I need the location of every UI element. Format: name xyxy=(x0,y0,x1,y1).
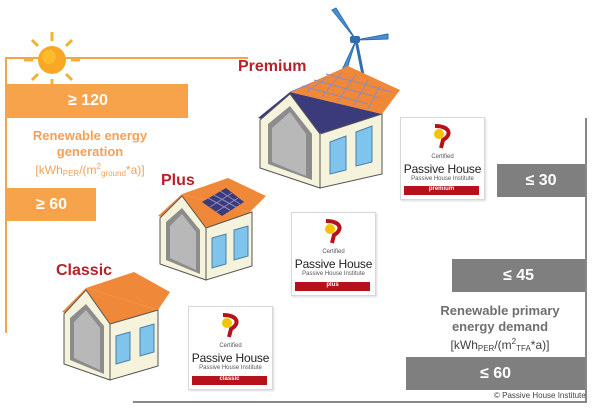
plus-house xyxy=(158,178,266,281)
copyright-text: © Passive House Institute xyxy=(494,391,586,400)
generation-high-block: ≥ 120 xyxy=(6,84,188,118)
level-label-plus: Plus xyxy=(161,172,195,189)
sun-icon xyxy=(24,32,80,88)
demand-level-classic: ≤ 60 xyxy=(406,357,585,390)
passive-house-emblem-icon xyxy=(325,219,342,244)
generation-label: Renewable energy generation xyxy=(32,128,148,159)
generation-low-value: ≥ 60 xyxy=(36,195,68,213)
demand-level-plus: ≤ 45 xyxy=(452,259,585,292)
classic-house xyxy=(62,272,170,381)
logo-level-bar-premium: premium xyxy=(404,186,479,195)
passive-house-emblem-icon xyxy=(434,124,451,149)
demand-label: Renewable primary energy demand xyxy=(440,303,560,334)
generation-high-value: ≥ 120 xyxy=(68,92,108,109)
generation-low-block: ≥ 60 xyxy=(6,188,96,221)
certified-passive-house-plus-logo: Certified Passive House Passive House In… xyxy=(291,212,376,296)
level-label-premium: Premium xyxy=(238,58,307,75)
demand-level-premium: ≤ 30 xyxy=(497,164,585,197)
logo-level-bar-plus: plus xyxy=(295,282,370,291)
passive-house-emblem-icon xyxy=(222,313,239,338)
premium-house xyxy=(258,66,400,189)
demand-unit: [kWhPER/(m2TFA*a)] xyxy=(450,337,550,353)
certified-passive-house-classic-logo: Certified Passive House Passive House In… xyxy=(188,306,273,390)
logo-level-bar-classic: classic xyxy=(192,376,267,385)
generation-unit: [kWhPER/(m2ground*a)] xyxy=(35,162,145,178)
certified-passive-house-premium-logo: Certified Passive House Passive House In… xyxy=(400,117,485,200)
level-label-classic: Classic xyxy=(56,262,113,279)
